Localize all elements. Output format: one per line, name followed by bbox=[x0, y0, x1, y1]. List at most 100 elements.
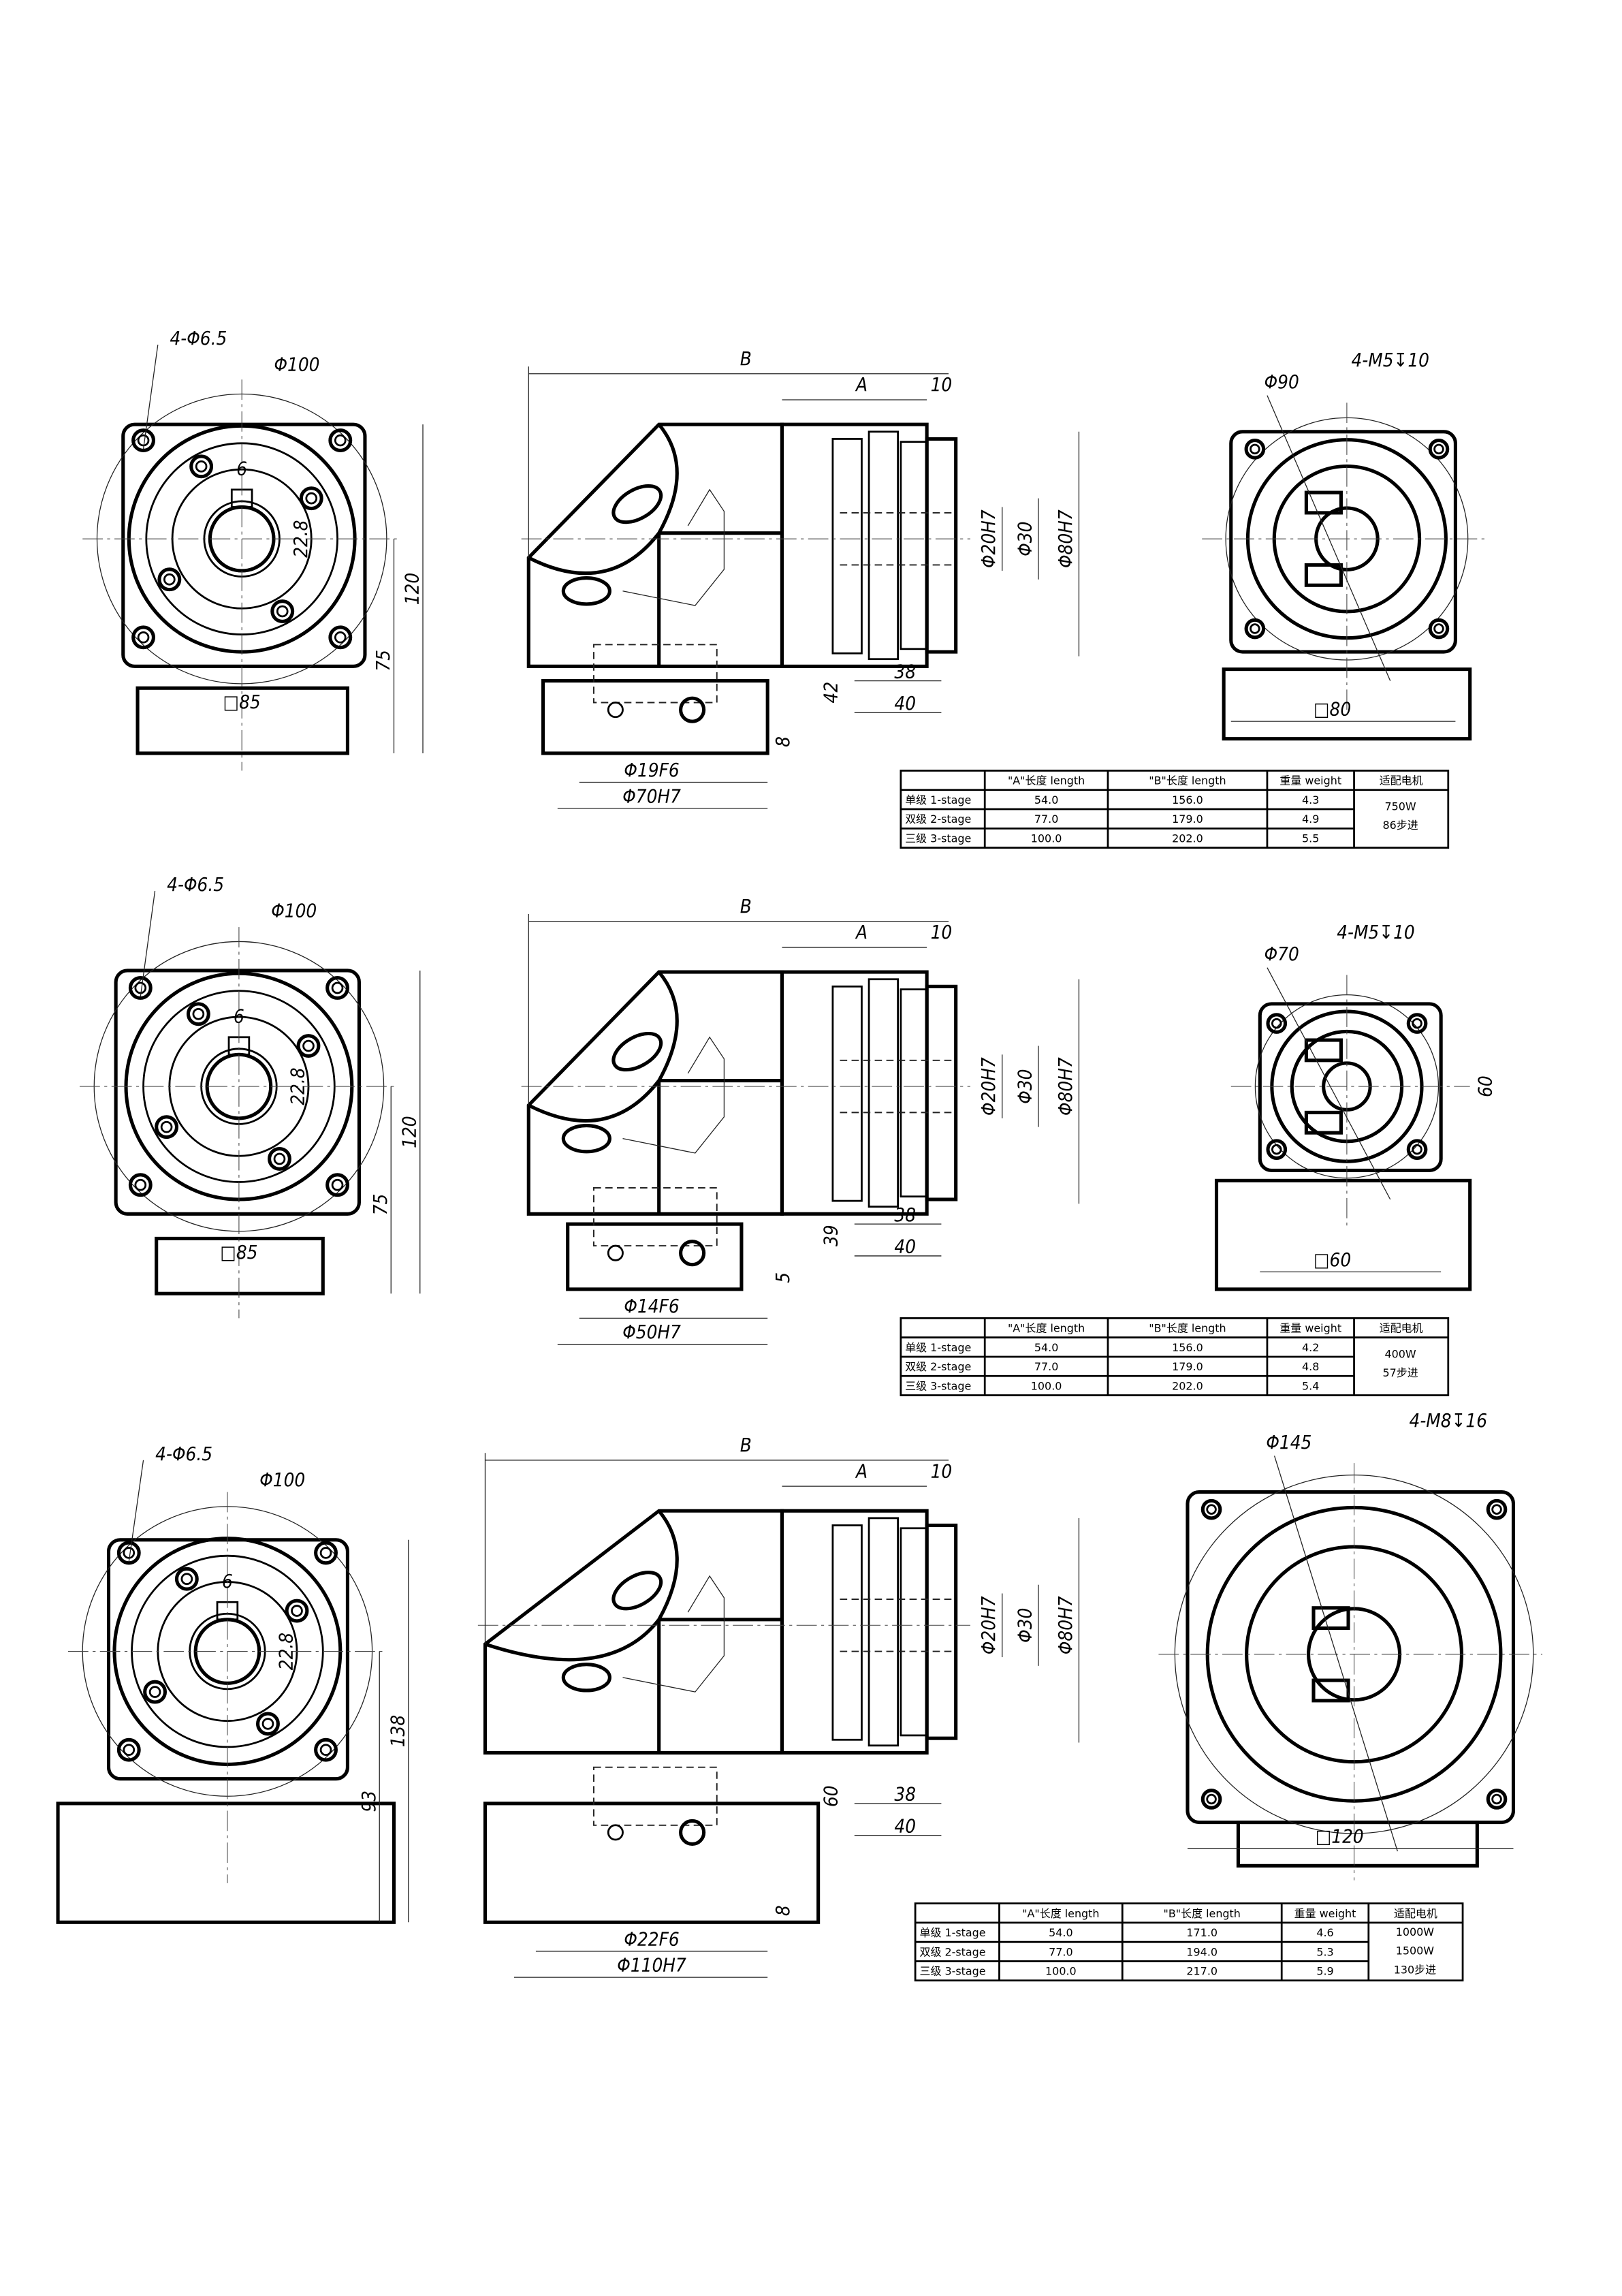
dim-A: A bbox=[855, 921, 868, 943]
dim-base-thickness: 5 bbox=[772, 1272, 794, 1283]
table-header: "B"长度 length bbox=[1164, 1907, 1241, 1920]
key-width-label: 6 bbox=[234, 1005, 244, 1028]
table-cell: 54.0 bbox=[1049, 1926, 1073, 1939]
dim-base-pilot: Φ110H7 bbox=[617, 1954, 686, 1977]
table-cell: 202.0 bbox=[1172, 1379, 1203, 1392]
center-height-label: 75 bbox=[372, 650, 394, 672]
key-height-label: 22.8 bbox=[275, 1633, 298, 1670]
rear-thread-label: 4-M8↧16 bbox=[1410, 1409, 1487, 1432]
table-cell: 217.0 bbox=[1186, 1965, 1218, 1978]
table-cell: 54.0 bbox=[1034, 1341, 1058, 1354]
table-cell: 202.0 bbox=[1172, 832, 1203, 845]
dim-pilot: Φ80H7 bbox=[1054, 509, 1077, 568]
stage-label: 三级 3-stage bbox=[905, 1379, 971, 1392]
dim-spigot: Φ30 bbox=[1013, 522, 1036, 556]
rear-view: Φ90 4-M5↧10 □80 bbox=[1202, 349, 1484, 741]
dim-base-height: 39 bbox=[819, 1225, 842, 1246]
dim-B: B bbox=[740, 1434, 752, 1456]
table-cell: 5.5 bbox=[1302, 832, 1319, 845]
motor-label: 400W bbox=[1385, 1347, 1416, 1360]
table-cell: 5.4 bbox=[1302, 1379, 1319, 1392]
key-width-label: 6 bbox=[236, 458, 247, 480]
motor-label: 57步进 bbox=[1383, 1366, 1418, 1379]
height-label: 138 bbox=[386, 1715, 409, 1747]
dim-bore: Φ20H7 bbox=[977, 509, 1000, 568]
dim-40: 40 bbox=[894, 692, 916, 714]
pcd-label: Φ100 bbox=[259, 1468, 305, 1491]
rear-thread-label: 4-M5↧10 bbox=[1337, 921, 1414, 943]
table-cell: 4.3 bbox=[1302, 793, 1319, 806]
stage-label: 双级 2-stage bbox=[920, 1945, 986, 1958]
stage-label: 双级 2-stage bbox=[905, 1360, 971, 1373]
dim-shaft: Φ22F6 bbox=[624, 1928, 679, 1950]
center-height-label: 75 bbox=[369, 1194, 392, 1216]
pcd-label: Φ100 bbox=[271, 899, 317, 922]
pcd-label: Φ100 bbox=[274, 353, 319, 375]
table-cell: 179.0 bbox=[1172, 813, 1203, 825]
dim-pilot: Φ80H7 bbox=[1054, 1057, 1077, 1116]
table-header: "B"长度 length bbox=[1149, 774, 1226, 787]
dim-B: B bbox=[740, 347, 752, 370]
rear-pcd-label: Φ70 bbox=[1265, 943, 1299, 965]
dim-bore: Φ20H7 bbox=[977, 1057, 1000, 1116]
table-cell: 156.0 bbox=[1172, 1341, 1203, 1354]
rear-height-label: 60 bbox=[1474, 1075, 1497, 1097]
motor-label: 750W bbox=[1385, 800, 1416, 813]
key-width-label: 6 bbox=[222, 1570, 233, 1592]
rear-pcd-label: Φ90 bbox=[1265, 371, 1299, 393]
stage-label: 三级 3-stage bbox=[920, 1965, 986, 1978]
table-cell: 171.0 bbox=[1186, 1926, 1218, 1939]
stage-label: 双级 2-stage bbox=[905, 813, 971, 825]
table-cell: 77.0 bbox=[1049, 1945, 1073, 1958]
rear-square-label: □80 bbox=[1314, 698, 1351, 721]
dim-pilot: Φ80H7 bbox=[1054, 1596, 1077, 1654]
spec-table: "A"长度 length "B"长度 length 重量 weight 适配电机单级 … bbox=[900, 1317, 1450, 1396]
key-height-label: 22.8 bbox=[289, 520, 312, 558]
table-cell: 77.0 bbox=[1034, 813, 1058, 825]
dim-base-height: 42 bbox=[819, 682, 842, 704]
motor-label: 86步进 bbox=[1383, 819, 1418, 832]
table-header: 适配电机 bbox=[1380, 774, 1423, 787]
rear-pcd-label: Φ145 bbox=[1266, 1431, 1311, 1453]
dim-bore: Φ20H7 bbox=[977, 1596, 1000, 1654]
table-header: 适配电机 bbox=[1394, 1907, 1437, 1920]
table-cell: 194.0 bbox=[1186, 1945, 1218, 1958]
table-cell: 179.0 bbox=[1172, 1360, 1203, 1373]
dim-A: A bbox=[855, 1460, 868, 1482]
motor-label: 1000W bbox=[1396, 1925, 1435, 1938]
table-header: 重量 weight bbox=[1279, 1322, 1341, 1335]
stage-label: 三级 3-stage bbox=[905, 832, 971, 845]
dim-40: 40 bbox=[894, 1814, 916, 1837]
table-cell: 5.3 bbox=[1316, 1945, 1333, 1958]
table-header: 适配电机 bbox=[1380, 1322, 1423, 1335]
key-height-label: 22.8 bbox=[287, 1067, 309, 1105]
dim-flange-length: 10 bbox=[931, 1460, 953, 1482]
table-cell: 4.6 bbox=[1316, 1926, 1333, 1939]
table-header: 重量 weight bbox=[1279, 774, 1341, 787]
dim-flange-length: 10 bbox=[931, 921, 953, 943]
height-label: 120 bbox=[398, 1116, 420, 1148]
dim-38: 38 bbox=[894, 1783, 916, 1806]
table-cell: 100.0 bbox=[1031, 832, 1062, 845]
table-header: "B"长度 length bbox=[1149, 1322, 1226, 1335]
dim-38: 38 bbox=[894, 1204, 916, 1226]
rear-thread-label: 4-M5↧10 bbox=[1351, 349, 1429, 371]
table-header: "A"长度 length bbox=[1008, 1322, 1085, 1335]
table-cell: 100.0 bbox=[1045, 1965, 1077, 1978]
dim-B: B bbox=[740, 895, 752, 917]
dim-A: A bbox=[855, 373, 868, 396]
hole-pattern-label: 4-Φ6.5 bbox=[155, 1443, 212, 1465]
rear-square-label: □60 bbox=[1314, 1248, 1351, 1271]
dim-spigot: Φ30 bbox=[1013, 1608, 1036, 1643]
stage-label: 单级 1-stage bbox=[905, 1341, 971, 1354]
stage-label: 单级 1-stage bbox=[905, 793, 971, 806]
